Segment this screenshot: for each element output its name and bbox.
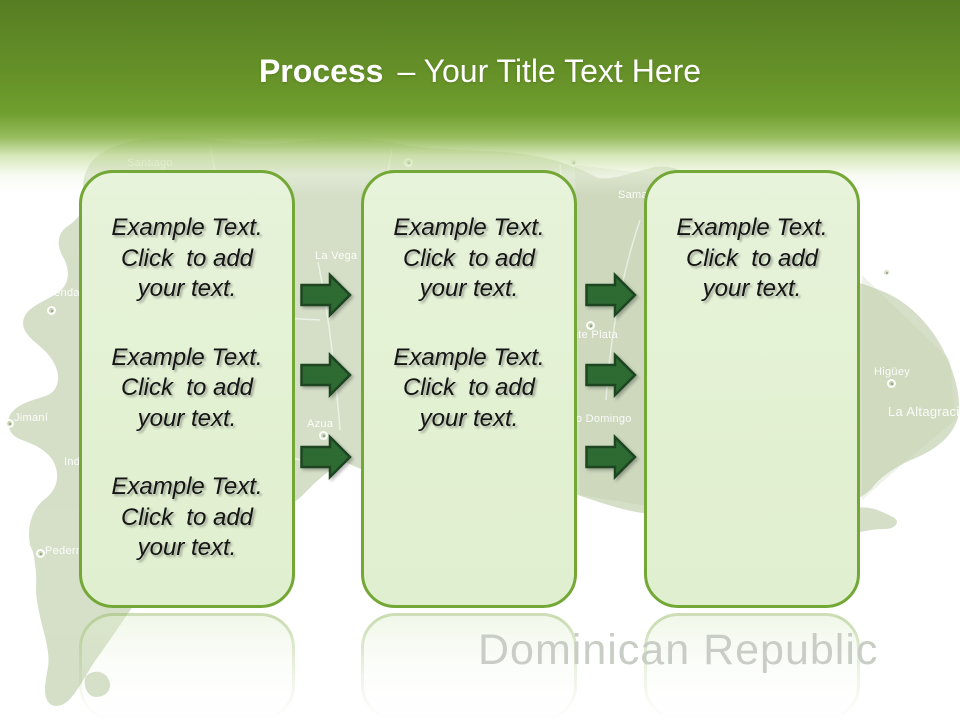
placeholder-paragraph[interactable]: Example Text. Click to add your text. [364, 343, 574, 435]
map-town-marker-icon [36, 549, 45, 558]
process-arrow[interactable] [300, 351, 352, 399]
placeholder-line: your text. [419, 404, 519, 432]
process-arrow[interactable] [585, 351, 637, 399]
placeholder-line: Click to add [120, 503, 254, 531]
process-arrow[interactable] [300, 433, 352, 481]
placeholder-paragraph[interactable]: Example Text. Click to add your text. [82, 213, 292, 305]
placeholder-paragraph[interactable]: Example Text. Click to add your text. [364, 213, 574, 305]
box-reflection [644, 613, 860, 720]
map-label: Azua [307, 418, 334, 430]
map-province-shade-far-east [862, 275, 955, 500]
placeholder-line: your text. [137, 404, 237, 432]
placeholder-line: Example Text. [393, 214, 545, 241]
placeholder-line: Example Text. [393, 343, 545, 371]
map-town-marker-icon [5, 419, 14, 428]
process-arrow[interactable] [300, 271, 352, 319]
placeholder-line: your text. [137, 534, 237, 561]
right-arrow-icon [585, 433, 637, 481]
right-arrow-icon [585, 271, 637, 319]
header-band [0, 0, 960, 195]
placeholder-line: Example Text. [676, 214, 828, 241]
process-box-3[interactable]: Example Text. Click to add your text. [644, 170, 860, 608]
country-watermark: Dominican Republic [478, 626, 879, 674]
placeholder-line: Example Text. [111, 343, 263, 371]
right-arrow-icon [300, 351, 352, 399]
map-town-marker-icon [586, 321, 595, 330]
right-arrow-icon [585, 351, 637, 399]
map-label: Jimaní [14, 412, 49, 424]
box-reflection [79, 613, 295, 720]
placeholder-paragraph[interactable]: Example Text. Click to add your text. [82, 472, 292, 564]
map-town-marker-icon [887, 379, 896, 388]
right-arrow-icon [300, 433, 352, 481]
placeholder-line: Click to add [120, 374, 254, 401]
placeholder-line: your text. [702, 275, 802, 302]
box-reflection [361, 613, 577, 720]
placeholder-line: Click to add [402, 244, 536, 272]
title-subtitle: – Your Title Text Here [397, 53, 702, 89]
placeholder-paragraph[interactable]: Example Text. Click to add your text. [647, 213, 857, 305]
map-label: La Altagracia [888, 404, 960, 419]
placeholder-line: Example Text. [111, 473, 263, 500]
page-title[interactable]: Process – Your Title Text Here [0, 52, 960, 90]
map-town-marker-icon [882, 268, 891, 277]
placeholder-line: Click to add [120, 244, 254, 272]
map-town-marker-icon [47, 306, 56, 315]
placeholder-line: Click to add [685, 244, 819, 272]
placeholder-line: your text. [137, 275, 237, 302]
title-keyword: Process [258, 53, 384, 89]
map-town-marker-icon [319, 431, 328, 440]
placeholder-line: your text. [419, 275, 519, 302]
map-label: Higüey [874, 366, 911, 378]
box-text-area: Example Text. Click to add your text. [647, 173, 857, 305]
placeholder-paragraph[interactable]: Example Text. Click to add your text. [82, 343, 292, 435]
process-arrow[interactable] [585, 271, 637, 319]
map-label: La Vega [315, 250, 358, 262]
right-arrow-icon [300, 271, 352, 319]
placeholder-line: Click to add [402, 374, 536, 401]
placeholder-line: Example Text. [111, 214, 263, 241]
process-arrow[interactable] [585, 433, 637, 481]
